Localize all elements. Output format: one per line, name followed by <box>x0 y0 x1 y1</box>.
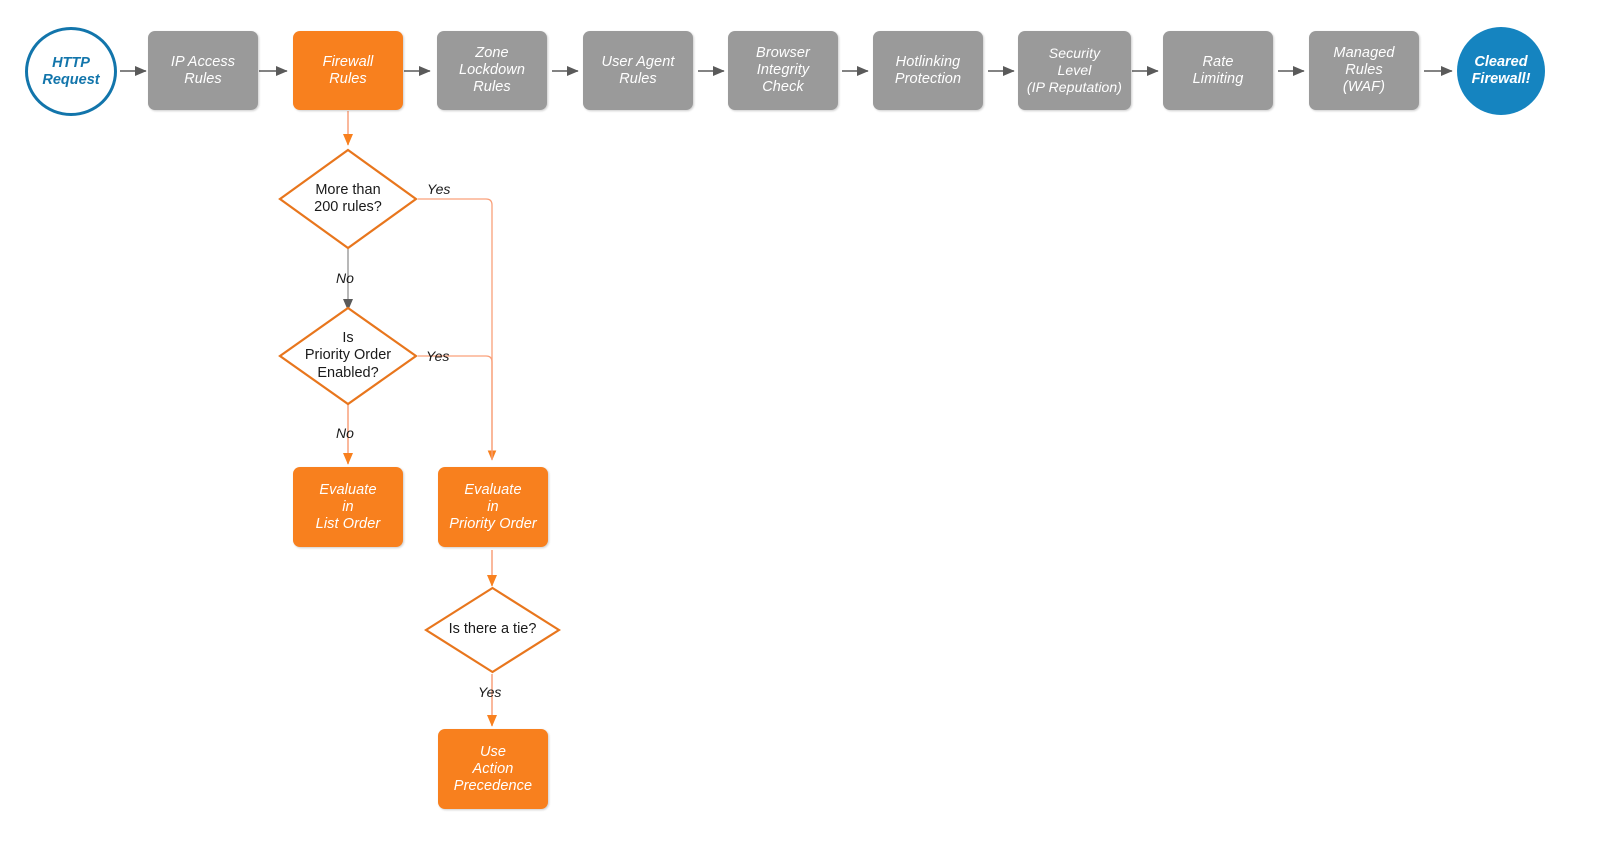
diamond-shape <box>278 306 418 406</box>
node-hotlinking-protection[interactable]: Hotlinking Protection <box>873 31 983 110</box>
node-evaluate-in-priority-order[interactable]: Evaluate in Priority Order <box>438 467 548 547</box>
node-user-agent-rules-label: User Agent Rules <box>601 53 675 87</box>
node-firewall-rules-label: Firewall Rules <box>322 53 374 87</box>
node-hotlinking-protection-label: Hotlinking Protection <box>894 53 962 87</box>
edge-label-yes-priority-order: Yes <box>426 348 450 364</box>
node-security-level[interactable]: Security Level (IP Reputation) <box>1018 31 1131 110</box>
node-zone-lockdown-rules[interactable]: Zone Lockdown Rules <box>437 31 547 110</box>
edge-label-yes-tie: Yes <box>478 684 502 700</box>
node-browser-integrity-check-label: Browser Integrity Check <box>756 45 810 95</box>
edge-label-no-200-rules: No <box>336 270 354 286</box>
decision-more-than-200-rules[interactable]: More than 200 rules? <box>278 148 418 250</box>
decision-is-priority-order-enabled[interactable]: Is Priority Order Enabled? <box>278 306 418 406</box>
node-firewall-rules[interactable]: Firewall Rules <box>293 31 403 110</box>
node-managed-rules-waf[interactable]: Managed Rules (WAF) <box>1309 31 1419 110</box>
node-http-request[interactable]: HTTP Request <box>25 27 117 116</box>
node-evaluate-in-priority-order-label: Evaluate in Priority Order <box>449 481 537 532</box>
decision-more-than-200-rules-label: More than 200 rules? <box>314 181 382 216</box>
node-evaluate-in-list-order[interactable]: Evaluate in List Order <box>293 467 403 547</box>
node-rate-limiting[interactable]: Rate Limiting <box>1163 31 1273 110</box>
node-http-request-label: HTTP Request <box>42 54 100 88</box>
node-evaluate-in-list-order-label: Evaluate in List Order <box>315 481 381 532</box>
node-browser-integrity-check[interactable]: Browser Integrity Check <box>728 31 838 110</box>
diamond-shape <box>424 586 561 674</box>
node-ip-access-rules[interactable]: IP Access Rules <box>148 31 258 110</box>
node-cleared-firewall-label: Cleared Firewall! <box>1471 54 1531 87</box>
node-ip-access-rules-label: IP Access Rules <box>170 53 236 87</box>
decision-is-there-a-tie-label: Is there a tie? <box>448 621 537 638</box>
node-managed-rules-waf-label: Managed Rules (WAF) <box>1333 45 1395 95</box>
node-use-action-precedence[interactable]: Use Action Precedence <box>438 729 548 809</box>
node-user-agent-rules[interactable]: User Agent Rules <box>583 31 693 110</box>
decision-is-priority-order-enabled-label: Is Priority Order Enabled? <box>304 329 392 381</box>
node-use-action-precedence-label: Use Action Precedence <box>453 743 533 794</box>
node-rate-limiting-label: Rate Limiting <box>1192 53 1244 87</box>
node-security-level-label: Security Level (IP Reputation) <box>1026 45 1123 95</box>
edge-label-yes-200-rules: Yes <box>427 181 451 197</box>
edge-label-no-priority-order: No <box>336 425 354 441</box>
node-zone-lockdown-rules-label: Zone Lockdown Rules <box>458 45 526 95</box>
decision-is-there-a-tie[interactable]: Is there a tie? <box>424 586 561 674</box>
diamond-shape <box>278 148 418 250</box>
node-cleared-firewall[interactable]: Cleared Firewall! <box>1457 27 1545 115</box>
